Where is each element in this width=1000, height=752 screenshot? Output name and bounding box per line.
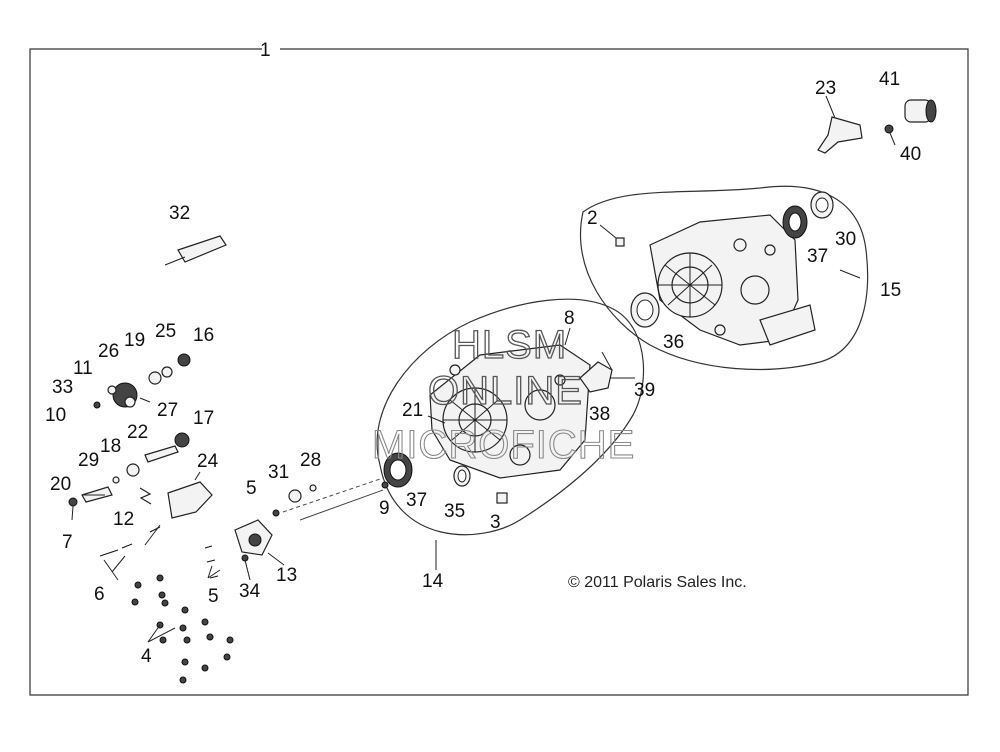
pump-13 [234, 519, 273, 562]
callout-35: 35 [444, 501, 465, 522]
cover-38 [579, 361, 613, 393]
watermark: HLSM ONLINE MICROFICHE [371, 322, 635, 467]
callout-15: 15 [880, 280, 901, 301]
dowel-9 [381, 481, 389, 489]
plug-3 [496, 492, 508, 504]
seal-right [782, 205, 808, 239]
callout-20: 20 [50, 474, 71, 495]
callout-31: 31 [268, 462, 289, 483]
callout-34: 34 [239, 581, 261, 602]
assembly-frame [29, 48, 969, 696]
callout-24: 24 [197, 451, 219, 472]
callout-2: 2 [587, 208, 598, 229]
callout-5a: 5 [246, 478, 257, 499]
seal-left [383, 452, 413, 488]
callout-30: 30 [835, 229, 856, 250]
callout-23: 23 [815, 78, 836, 99]
leader-lines [71, 95, 896, 643]
callout-8: 8 [564, 308, 575, 329]
callout-9: 9 [379, 498, 390, 519]
bearing-30 [810, 191, 834, 219]
case-half-left [429, 344, 591, 479]
callout-38: 38 [589, 404, 610, 425]
callout-36: 36 [663, 332, 684, 353]
screw-40 [884, 124, 894, 134]
callout-13: 13 [276, 565, 297, 586]
callout-41: 41 [879, 69, 900, 90]
callout-1: 1 [260, 40, 271, 61]
callout-10: 10 [45, 405, 66, 426]
watermark-line1: HLSM [452, 323, 567, 367]
assembly-line-2 [299, 489, 384, 521]
case-half-right [649, 214, 816, 346]
callout-25: 25 [155, 321, 176, 342]
plug-2 [615, 237, 625, 247]
callout-7: 7 [62, 532, 73, 553]
callout-6: 6 [94, 584, 105, 605]
callout-5b: 5 [208, 586, 219, 607]
case-half-left-outline [376, 298, 645, 536]
callout-28: 28 [300, 450, 321, 471]
callout-40: 40 [900, 144, 921, 165]
seal-small [453, 465, 471, 487]
bracket-23 [817, 116, 863, 154]
shift-parts [68, 353, 317, 519]
assembly-line [282, 477, 384, 513]
callout-12: 12 [113, 509, 134, 530]
cap-41 [904, 99, 937, 123]
callout-39: 39 [634, 380, 655, 401]
callout-37a: 37 [406, 490, 427, 511]
callout-37b: 37 [807, 246, 828, 267]
callouts: 2 3 4 5 5 6 7 8 9 10 11 12 13 14 15 16 1… [45, 69, 921, 667]
shaft-32 [164, 235, 227, 266]
callout-32: 32 [169, 203, 190, 224]
callout-14: 14 [422, 571, 444, 592]
callout-18: 18 [100, 436, 121, 457]
callout-27: 27 [157, 400, 178, 421]
callout-29: 29 [78, 450, 99, 471]
watermark-line2: ONLINE [428, 369, 583, 413]
copyright-text: © 2011 Polaris Sales Inc. [568, 574, 747, 591]
callout-3: 3 [490, 512, 501, 533]
callout-16: 16 [193, 325, 214, 346]
callout-33: 33 [52, 377, 73, 398]
case-half-right-outline [579, 185, 869, 371]
seal-36 [630, 292, 660, 328]
callout-4: 4 [141, 646, 152, 667]
callout-11: 11 [73, 358, 93, 379]
callout-22: 22 [127, 422, 148, 443]
callout-26: 26 [98, 341, 119, 362]
watermark-line3: MICROFICHE [372, 423, 635, 467]
callout-19: 19 [124, 330, 145, 351]
callout-21: 21 [402, 400, 423, 421]
callout-17: 17 [193, 408, 214, 429]
